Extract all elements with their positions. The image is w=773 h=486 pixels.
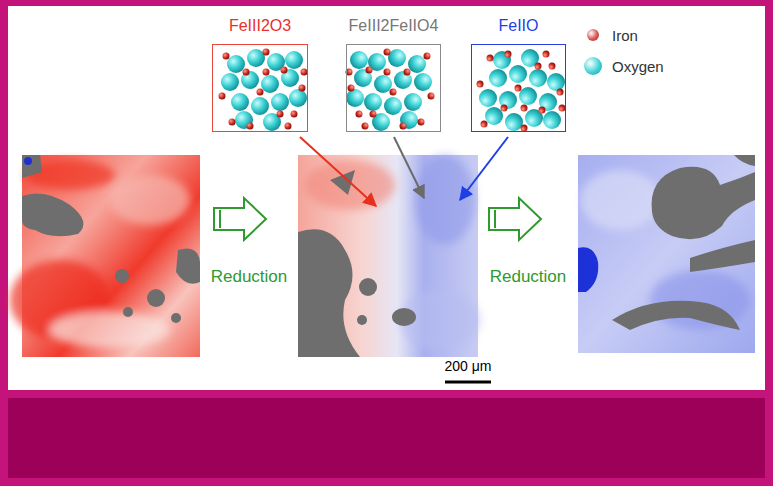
step-label: Reduction (211, 267, 288, 287)
legend-swatch (584, 57, 602, 75)
step-label: Reduction (490, 267, 567, 287)
legend-text: Iron (612, 27, 638, 44)
legend-text: Oxygen (612, 58, 664, 75)
structure-box: FeIIO (471, 44, 566, 132)
formula-heading: FeIII2O3 (229, 17, 291, 35)
formula-heading: FeIII2FeIIO4 (349, 17, 439, 35)
formula-heading: FeIIO (498, 17, 538, 35)
structure-box: FeIII2FeIIO4 (346, 44, 441, 132)
structure-box: FeIII2O3 (212, 44, 308, 132)
scale-label: 200 μm (445, 358, 492, 374)
legend-swatch (587, 29, 599, 41)
